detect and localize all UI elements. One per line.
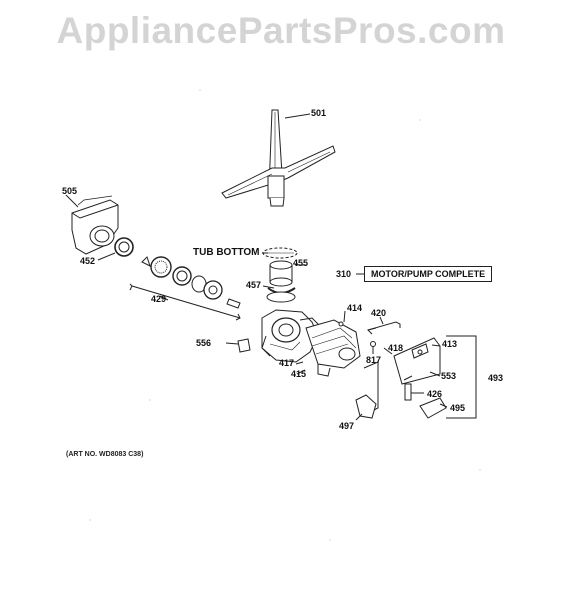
label-452: 452: [80, 256, 96, 266]
label-556: 556: [196, 338, 212, 348]
label-415: 415: [291, 369, 307, 379]
label-455: 455: [293, 258, 309, 268]
label-310: 310: [336, 269, 352, 279]
label-417: 417: [279, 358, 295, 368]
label-420: 420: [371, 308, 387, 318]
label-817: 817: [366, 355, 382, 365]
label-501: 501: [311, 108, 327, 118]
label-495: 495: [450, 403, 466, 413]
part-426: [404, 383, 424, 401]
label-418: 418: [388, 343, 404, 353]
chopper-parts: [129, 256, 241, 321]
label-429: 429: [151, 294, 167, 304]
part-495: [419, 397, 448, 419]
motor: [305, 319, 361, 377]
clamp-ring: [97, 237, 134, 261]
bracket-420: [367, 316, 401, 335]
label-505: 505: [62, 186, 78, 196]
pump-body: [261, 309, 321, 363]
bracket-493: [446, 335, 477, 419]
label-426: 426: [427, 389, 443, 399]
coupling: [262, 260, 306, 303]
label-457: 457: [246, 280, 262, 290]
bracket-413: [383, 337, 441, 385]
art-number: (ART NO. WD8083 C38): [66, 451, 144, 458]
screw-817: [370, 341, 376, 354]
chopper-housing: [65, 194, 119, 255]
label-497: 497: [339, 421, 355, 431]
motor-pump-complete-box: MOTOR/PUMP COMPLETE: [364, 266, 493, 282]
drain-plug: [225, 338, 251, 353]
label-493: 493: [488, 373, 504, 383]
label-tub-bottom: TUB BOTTOM: [193, 247, 260, 258]
spray-arm: [221, 109, 336, 207]
label-414: 414: [347, 303, 363, 313]
label-413: 413: [442, 339, 458, 349]
tub-bottom-ring: [262, 247, 298, 259]
watermark: AppliancePartsPros.com: [56, 10, 506, 51]
clip-497: [355, 361, 379, 421]
label-553: 553: [441, 371, 457, 381]
